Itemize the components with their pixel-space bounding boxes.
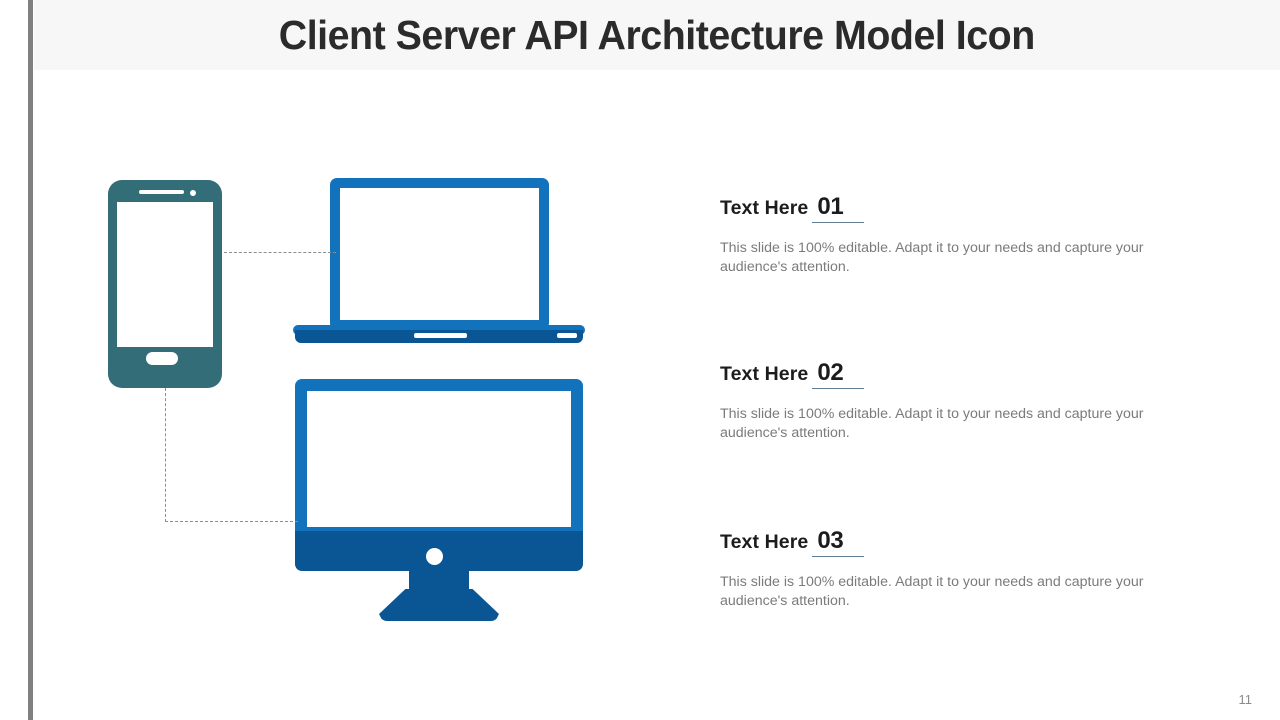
slide-header: Client Server API Architecture Model Ico… xyxy=(34,0,1280,70)
text-block-03-rule xyxy=(812,556,864,557)
text-block-02-title: Text Here xyxy=(720,363,809,385)
text-block-03: Text Here 03 This slide is 100% editable… xyxy=(720,527,1170,611)
phone-speaker-icon xyxy=(139,190,184,194)
monitor-power-button-icon xyxy=(426,548,443,565)
text-block-02-body: This slide is 100% editable. Adapt it to… xyxy=(720,406,1144,441)
laptop-icon[interactable] xyxy=(293,178,585,343)
connector-phone-to-laptop xyxy=(224,252,336,253)
diagram-graphics xyxy=(108,178,585,621)
connector-phone-to-monitor-vertical xyxy=(165,388,166,522)
text-block-02: Text Here 02 This slide is 100% editable… xyxy=(720,359,1170,443)
laptop-screen xyxy=(340,188,539,320)
phone-camera-icon xyxy=(190,189,196,196)
page-number: 11 xyxy=(1238,692,1253,707)
laptop-lid xyxy=(330,178,549,330)
text-block-02-number: 02 xyxy=(817,359,844,386)
text-block-03-heading: Text Here 03 xyxy=(720,527,1170,557)
text-block-01-rule xyxy=(812,222,864,223)
content-column: Text Here 01 This slide is 100% editable… xyxy=(720,0,1180,720)
phone-screen xyxy=(117,202,213,347)
mobile-phone-icon[interactable] xyxy=(108,180,222,388)
monitor-frame xyxy=(295,379,583,539)
laptop-side-notch xyxy=(557,333,577,338)
phone-home-button-icon xyxy=(146,352,178,365)
monitor-stand-base xyxy=(379,589,499,621)
desktop-monitor-icon[interactable] xyxy=(295,379,585,621)
left-accent-rail xyxy=(28,0,33,720)
text-block-01-title: Text Here xyxy=(720,197,809,219)
text-block-03-title: Text Here xyxy=(720,531,809,553)
text-block-01-body: This slide is 100% editable. Adapt it to… xyxy=(720,240,1144,275)
text-block-02-rule xyxy=(812,388,864,389)
text-block-03-body: This slide is 100% editable. Adapt it to… xyxy=(720,574,1144,609)
text-block-02-heading: Text Here 02 xyxy=(720,359,1170,389)
monitor-screen xyxy=(307,391,571,527)
text-block-01: Text Here 01 This slide is 100% editable… xyxy=(720,193,1170,277)
text-block-03-number: 03 xyxy=(817,527,844,554)
text-block-01-number: 01 xyxy=(817,193,844,220)
connector-phone-to-monitor-horizontal xyxy=(165,521,298,522)
page-title: Client Server API Architecture Model Ico… xyxy=(278,11,1036,58)
laptop-trackpad-notch xyxy=(414,333,467,338)
text-block-01-heading: Text Here 01 xyxy=(720,193,1170,223)
